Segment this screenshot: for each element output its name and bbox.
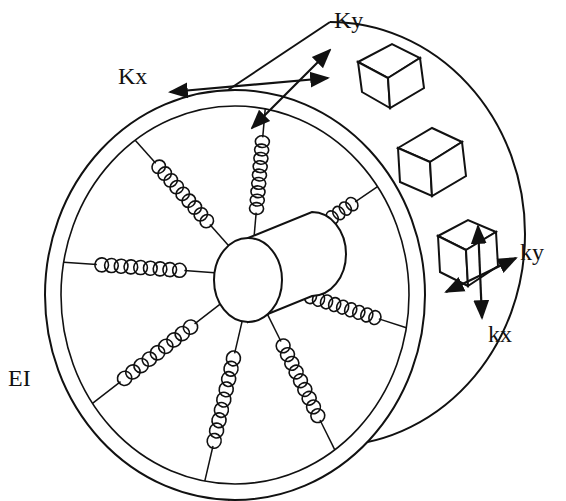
blade <box>358 62 390 108</box>
spring <box>130 136 234 251</box>
stiffness-arrow <box>478 226 482 318</box>
blade <box>398 148 432 196</box>
axis-label: Ky <box>334 8 363 32</box>
axis-label: EI <box>8 366 31 390</box>
drum-inner-rim <box>61 106 409 484</box>
spring <box>247 108 272 239</box>
blade <box>438 236 468 286</box>
stiffness-arrow <box>252 50 330 128</box>
spring <box>63 255 215 279</box>
spring <box>261 311 341 453</box>
hub-face <box>214 238 282 322</box>
spring <box>88 299 224 409</box>
spring <box>198 320 249 483</box>
stiffness-arrow <box>170 78 328 92</box>
blade <box>388 58 424 108</box>
stiffness-arrow <box>446 258 516 292</box>
blade <box>430 142 466 196</box>
blade <box>466 232 498 286</box>
axis-label: Kx <box>118 64 147 88</box>
axis-label: kx <box>488 322 512 346</box>
axis-label: ky <box>520 240 544 264</box>
springs <box>63 108 408 482</box>
drum-front-rim <box>45 90 425 500</box>
